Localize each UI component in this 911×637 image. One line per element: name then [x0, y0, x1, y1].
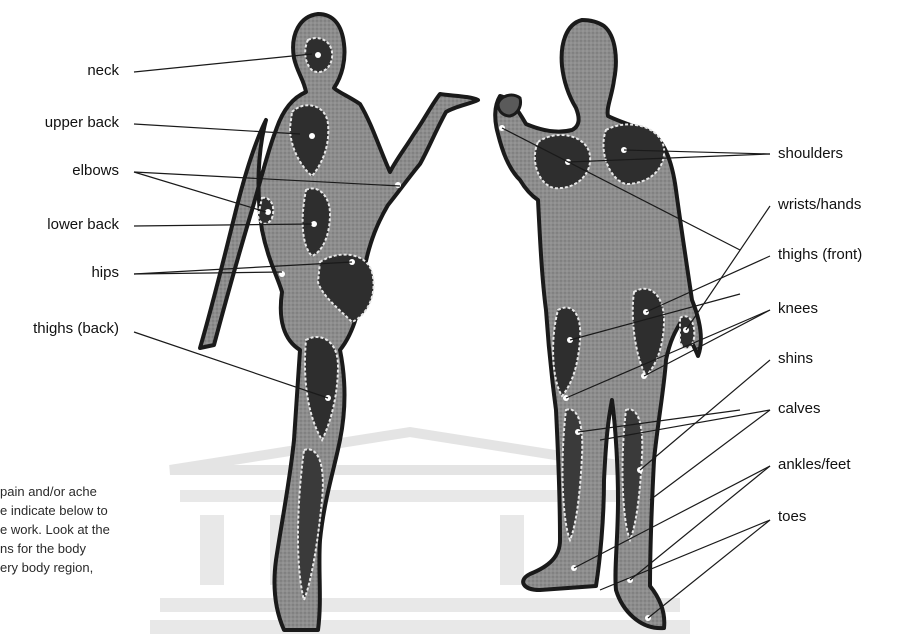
leader-neck [134, 54, 312, 72]
instructions-paragraph: pain and/or ache e indicate below to e w… [0, 482, 175, 577]
label-shoulders: shoulders [778, 145, 843, 162]
label-lower-back: lower back [47, 216, 119, 233]
label-knees: knees [778, 300, 818, 317]
front-view-silhouette [495, 20, 701, 628]
label-ankles-feet: ankles/feet [778, 456, 851, 473]
label-shins: shins [778, 350, 813, 367]
label-calves: calves [778, 400, 821, 417]
label-hips: hips [91, 264, 119, 281]
back-view-silhouette [200, 14, 478, 630]
leader-wrists-1 [686, 206, 770, 330]
label-neck: neck [87, 62, 119, 79]
label-toes: toes [778, 508, 806, 525]
label-thighs-front: thighs (front) [778, 246, 862, 263]
label-thighs-back: thighs (back) [33, 320, 119, 337]
label-wrists-hands: wrists/hands [778, 196, 861, 213]
instructions-line: ery body region, [0, 558, 175, 577]
front-view-figure [495, 20, 701, 628]
watermark [150, 432, 690, 634]
front-view-raised-hand [498, 95, 521, 116]
instructions-line: ns for the body [0, 539, 175, 558]
instructions-line: e work. Look at the [0, 520, 175, 539]
instructions-line: pain and/or ache [0, 482, 175, 501]
label-upper-back: upper back [45, 114, 119, 131]
back-view-figure [200, 14, 478, 630]
leader-calves-1 [650, 410, 770, 500]
instructions-line: e indicate below to [0, 501, 175, 520]
label-elbows: elbows [72, 162, 119, 179]
leader-toes-1 [648, 520, 770, 618]
